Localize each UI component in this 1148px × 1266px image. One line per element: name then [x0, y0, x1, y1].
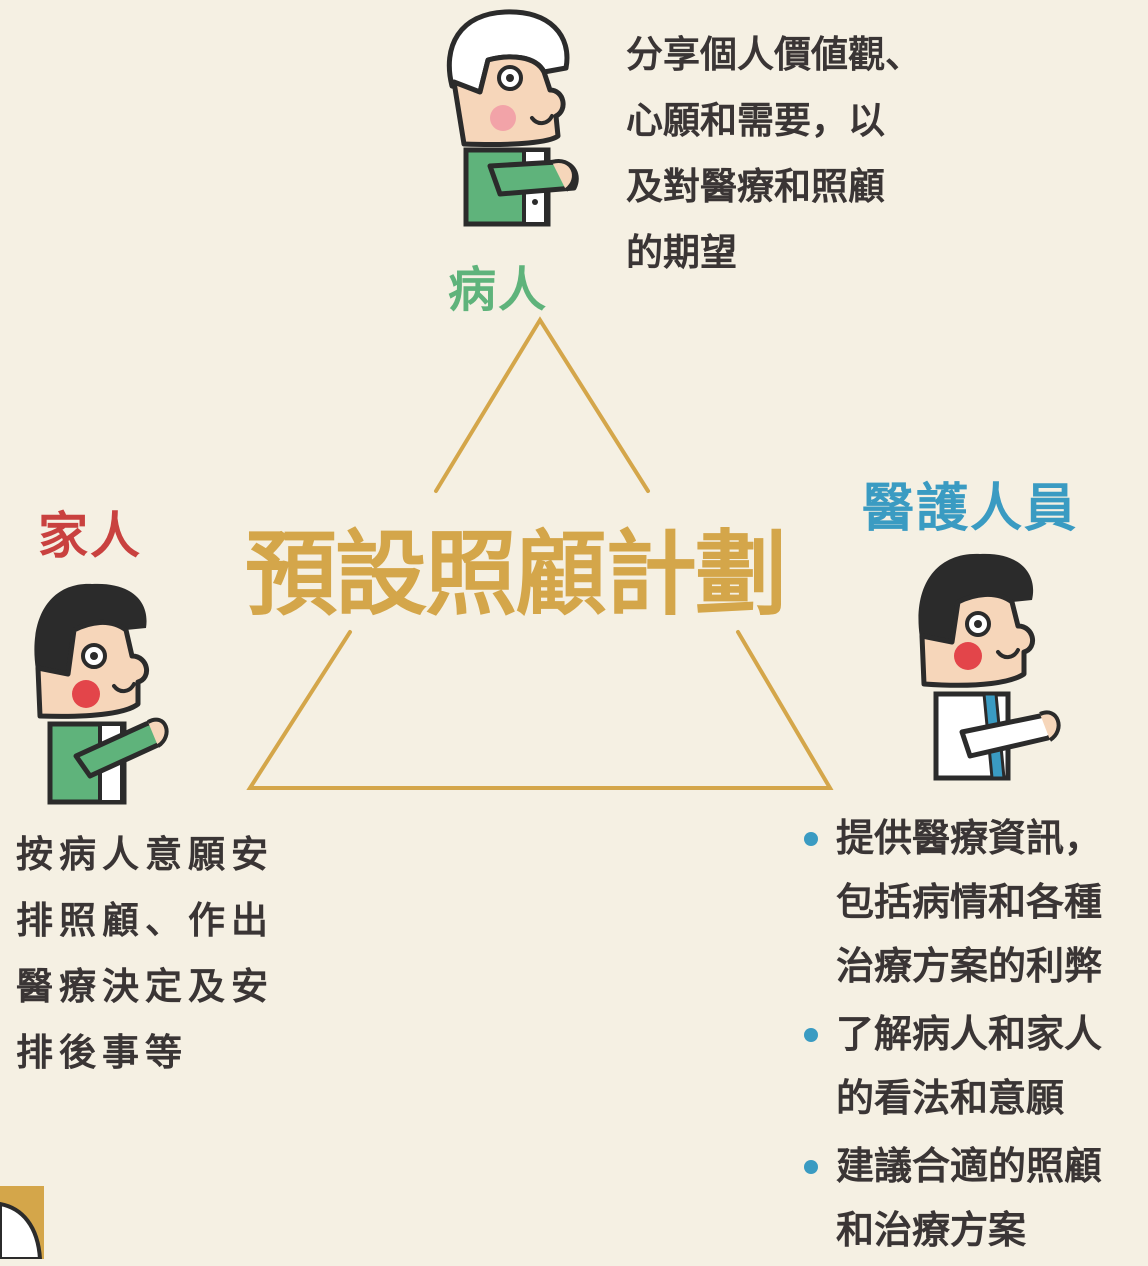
- staff-responsibilities: 提供醫療資訊， 包括病情和各種 治療方案的利弊 了解病人和家人 的看法和意願 建…: [804, 806, 1102, 1266]
- patient-description-line: 及對醫療和照顧: [626, 165, 885, 208]
- patient-label: 病人: [448, 262, 549, 318]
- staff-bullet-line: 提供醫療資訊，: [836, 816, 1103, 860]
- staff-label: 醫護人員: [862, 479, 1079, 539]
- staff-bullet-line: 包括病情和各種: [836, 880, 1103, 924]
- staff-bullet-item: 提供醫療資訊， 包括病情和各種 治療方案的利弊: [804, 806, 1102, 998]
- patient-description: 分享個人價値觀、 心願和需要，以 及對醫療和照顧 的期望: [626, 22, 922, 286]
- diagram-title: 預設照顧計劃: [245, 521, 787, 628]
- corner-decoration: [0, 1186, 44, 1259]
- family-label: 家人: [38, 507, 142, 565]
- family-description-line: 按病人意願安: [16, 833, 274, 876]
- family-description-line: 排照顧、作出: [16, 899, 274, 942]
- staff-bullet-line: 了解病人和家人: [836, 1012, 1103, 1056]
- staff-bullet-line: 建議合適的照顧: [836, 1144, 1103, 1188]
- patient-figure-icon: [446, 9, 579, 227]
- bullet-dot-icon: [804, 1160, 818, 1174]
- staff-bullet-item: 建議合適的照顧 和治療方案: [804, 1134, 1102, 1262]
- family-description-line: 醫療決定及安: [16, 965, 274, 1008]
- staff-bullet-line: 的看法和意願: [836, 1076, 1065, 1120]
- staff-bullet-line: 和治療方案: [836, 1208, 1027, 1252]
- staff-bullet-line: 治療方案的利弊: [836, 944, 1103, 988]
- staff-bullet-item: 了解病人和家人 的看法和意願: [804, 1002, 1102, 1130]
- triangle-bottom-segment: [246, 630, 834, 790]
- family-figure-icon: [34, 583, 169, 805]
- bullet-dot-icon: [804, 1028, 818, 1042]
- family-description: 按病人意願安 排照顧、作出 醫療決定及安 排後事等: [16, 822, 274, 1086]
- patient-description-line: 的期望: [626, 231, 737, 274]
- patient-description-line: 分享個人價値觀、: [626, 33, 922, 76]
- patient-description-line: 心願和需要，以: [626, 99, 885, 142]
- triangle-top-segment: [434, 316, 650, 493]
- family-description-line: 排後事等: [16, 1031, 188, 1074]
- staff-figure-icon: [918, 553, 1061, 781]
- bullet-dot-icon: [804, 832, 818, 846]
